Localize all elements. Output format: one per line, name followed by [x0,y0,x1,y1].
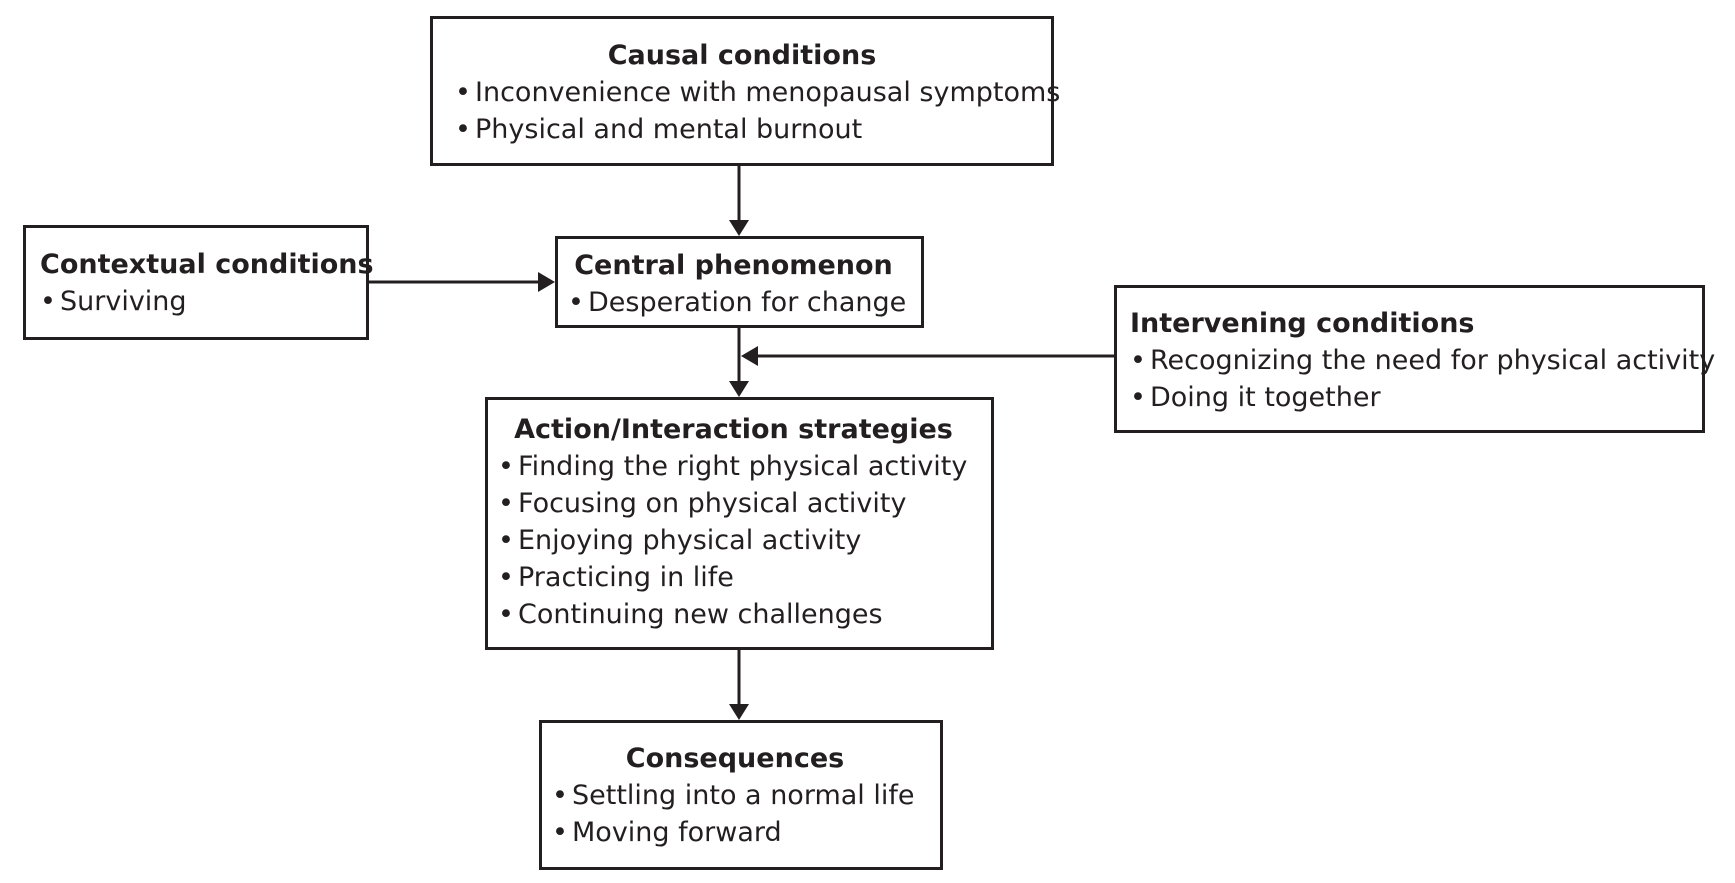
arrow-intervening-to-strategies [741,346,1114,366]
arrow-central-to-action [729,328,749,397]
contextual-conditions-list: Surviving [40,283,344,320]
contextual-conditions-title: Contextual conditions [40,249,374,280]
causal-conditions-box: Causal conditions Inconvenience with men… [430,16,1060,166]
consequences-list: Settling into a normal life Moving forwa… [552,777,918,851]
contextual-condition-item: Surviving [40,283,344,320]
action-interaction-strategies-title: Action/Interaction strategies [514,414,953,445]
arrow-contextual-to-central [369,272,555,292]
strategy-item: Focusing on physical activity [498,485,969,522]
central-phenomenon-title: Central phenomenon [574,250,893,281]
arrow-action-to-consequences [729,650,749,720]
causal-conditions-list: Inconvenience with menopausal symptoms P… [455,74,1060,148]
action-interaction-strategies-list: Finding the right physical activity Focu… [498,448,969,633]
central-phenomenon-box: Central phenomenon Desperation for chang… [555,236,924,328]
strategy-item: Continuing new challenges [498,596,969,633]
intervening-condition-item: Recognizing the need for physical activi… [1130,342,1715,379]
strategy-item: Finding the right physical activity [498,448,969,485]
strategy-item: Enjoying physical activity [498,522,969,559]
consequence-item: Moving forward [552,814,918,851]
causal-conditions-title: Causal conditions [607,40,877,71]
consequence-item: Settling into a normal life [552,777,918,814]
contextual-conditions-box: Contextual conditions Surviving [23,225,374,340]
arrow-causal-to-central [729,166,749,236]
central-phenomenon-item: Desperation for change [568,284,906,321]
action-interaction-strategies-box: Action/Interaction strategies Finding th… [485,397,994,650]
intervening-conditions-box: Intervening conditions Recognizing the n… [1114,285,1715,433]
causal-condition-item: Physical and mental burnout [455,111,1029,148]
strategy-item: Practicing in life [498,559,969,596]
central-phenomenon-list: Desperation for change [568,284,906,321]
intervening-conditions-list: Recognizing the need for physical activi… [1130,342,1715,416]
causal-condition-item: Inconvenience with menopausal symptoms [455,74,1060,111]
intervening-conditions-title: Intervening conditions [1130,308,1475,339]
consequences-title: Consequences [625,743,845,774]
consequences-box: Consequences Settling into a normal life… [539,720,943,870]
intervening-condition-item: Doing it together [1130,379,1680,416]
